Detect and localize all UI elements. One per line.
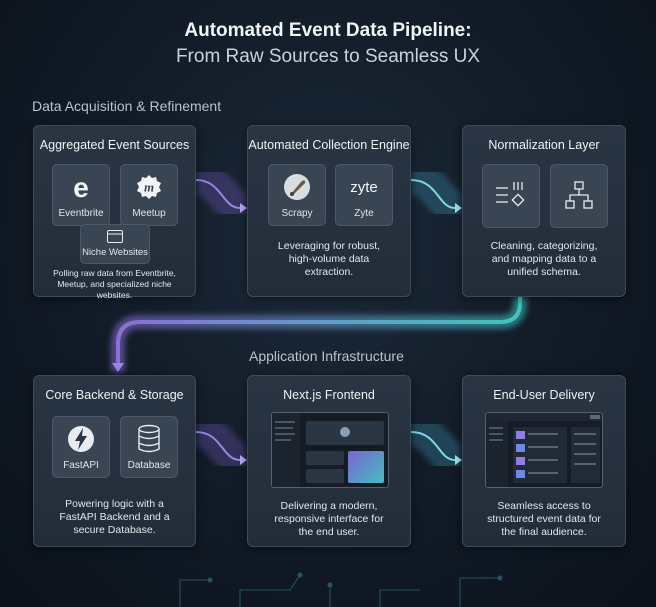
card-description: Delivering a modern, responsive interfac… bbox=[274, 500, 384, 538]
arrow-right-icon bbox=[240, 455, 247, 465]
tile-zyte: zyte Zyte bbox=[335, 164, 393, 226]
zyte-logo-text: zyte bbox=[350, 178, 378, 196]
arrow-right-icon bbox=[240, 203, 247, 213]
database-icon bbox=[121, 423, 177, 455]
tile-database: Database bbox=[120, 416, 178, 478]
card-description: Powering logic with a FastAPI Backend an… bbox=[59, 498, 170, 536]
zyte-icon: zyte bbox=[336, 171, 392, 203]
tile-hierarchy bbox=[550, 164, 608, 228]
circuit-decoration bbox=[179, 572, 503, 607]
hierarchy-icon bbox=[551, 179, 607, 211]
tile-label: Scrapy bbox=[281, 208, 313, 219]
tile-label: Niche Websites bbox=[82, 247, 148, 258]
card-title: Normalization Layer bbox=[488, 138, 600, 152]
tile-filter bbox=[482, 164, 540, 228]
arrow-right-icon bbox=[455, 203, 462, 213]
tile-label: Meetup bbox=[132, 208, 166, 219]
card-description: Leveraging for robust, high-volume data … bbox=[277, 240, 381, 278]
tile-label: Database bbox=[127, 460, 171, 471]
tile-label: Zyte bbox=[354, 208, 374, 219]
tile-niche-websites: Niche Websites bbox=[80, 224, 150, 264]
tile-scrapy: Scrapy bbox=[268, 164, 326, 226]
card-collection-engine: Automated Collection Engine Scrapy zyte … bbox=[247, 125, 411, 297]
page-title: Automated Event Data Pipeline: bbox=[184, 20, 472, 41]
card-backend-storage: Core Backend & Storage FastAPI Database … bbox=[33, 375, 196, 547]
tile-eventbrite: e Eventbrite bbox=[52, 164, 110, 226]
tile-label: Eventbrite bbox=[58, 208, 104, 219]
svg-text:m: m bbox=[144, 180, 154, 195]
delivery-screenshot bbox=[485, 412, 603, 488]
browser-window-icon bbox=[81, 229, 149, 243]
card-normalization-layer: Normalization Layer Cleaning, categorizi… bbox=[462, 125, 626, 297]
section-label-acquisition: Data Acquisition & Refinement bbox=[32, 98, 222, 114]
card-title: Aggregated Event Sources bbox=[39, 138, 190, 152]
card-title: Core Backend & Storage bbox=[45, 388, 184, 402]
card-description: Cleaning, categorizing, and mapping data… bbox=[490, 240, 598, 278]
meetup-icon: m bbox=[121, 171, 177, 203]
tile-fastapi: FastAPI bbox=[52, 416, 110, 478]
tile-meetup: m Meetup bbox=[120, 164, 178, 226]
page-subtitle: From Raw Sources to Seamless UX bbox=[175, 46, 481, 67]
scrapy-icon bbox=[269, 171, 325, 203]
section-label-infrastructure: Application Infrastructure bbox=[249, 348, 404, 364]
card-end-user-delivery: End-User Delivery Seamless access to str… bbox=[462, 375, 626, 547]
avatar bbox=[340, 427, 350, 437]
arrow-down-icon bbox=[112, 363, 124, 372]
svg-text:e: e bbox=[73, 172, 89, 202]
card-title: End-User Delivery bbox=[493, 388, 595, 402]
card-title: Next.js Frontend bbox=[283, 388, 375, 402]
tile-label: FastAPI bbox=[63, 460, 99, 471]
eventbrite-icon: e bbox=[53, 171, 109, 203]
frontend-screenshot bbox=[271, 412, 389, 488]
card-title: Automated Collection Engine bbox=[248, 138, 410, 152]
card-description: Seamless access to structured event data… bbox=[487, 500, 601, 538]
card-event-sources: Aggregated Event Sources e Eventbrite m … bbox=[33, 125, 196, 300]
arrow-right-icon bbox=[455, 455, 462, 465]
card-description: Polling raw data from Eventbrite, Meetup… bbox=[53, 268, 176, 300]
card-nextjs-frontend: Next.js Frontend Delivering a modern, re… bbox=[247, 375, 411, 547]
filter-list-icon bbox=[483, 179, 539, 211]
bolt-icon bbox=[53, 423, 109, 455]
